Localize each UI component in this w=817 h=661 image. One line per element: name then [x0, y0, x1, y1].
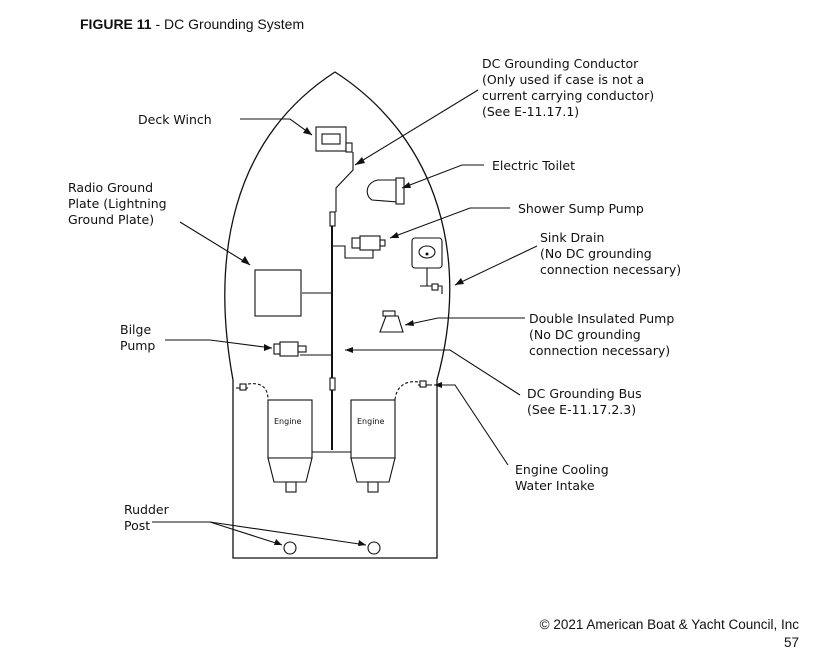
engine-right-label: Engine — [357, 417, 384, 426]
deck-winch — [315, 126, 353, 153]
label-engine-cooling-water-intake: Engine Cooling Water Intake — [515, 462, 613, 493]
leader-lines — [152, 89, 538, 546]
rudder-post-right — [367, 541, 381, 555]
figure-number: FIGURE 11 — [80, 16, 152, 32]
page-footer: © 2021 American Boat & Yacht Council, In… — [540, 616, 799, 652]
label-deck-winch: Deck Winch — [138, 112, 212, 127]
cooling-intake-left — [236, 383, 269, 401]
label-radio-ground-plate: Radio Ground Plate (Lightning Ground Pla… — [68, 180, 171, 227]
figure-separator: - — [151, 16, 165, 32]
copyright-notice: © 2021 American Boat & Yacht Council, In… — [539, 617, 799, 632]
figure-title: FIGURE 11 - DC Grounding System — [80, 16, 304, 32]
shower-sump-pump — [351, 235, 386, 251]
label-rudder-post: Rudder Post — [124, 502, 173, 533]
hull-outline — [224, 71, 451, 559]
label-sink-drain: Sink Drain (No DC grounding connection n… — [540, 230, 681, 277]
engine-left: Engine — [267, 399, 313, 493]
label-shower-sump-pump: Shower Sump Pump — [518, 201, 644, 216]
figure-title-text: DC Grounding System — [164, 16, 305, 32]
double-insulated-pump — [379, 310, 404, 333]
dc-grounding-bus — [329, 211, 336, 450]
engine-left-label: Engine — [274, 417, 301, 426]
engine-right: Engine — [350, 399, 396, 493]
label-double-insulated-pump: Double Insulated Pump (No DC grounding c… — [529, 311, 678, 358]
radio-ground-plate — [254, 269, 302, 317]
label-dc-grounding-conductor: DC Grounding Conductor (Only used if cas… — [482, 56, 658, 119]
label-dc-grounding-bus: DC Grounding Bus (See E-11.17.2.3) — [527, 386, 646, 417]
bilge-pump — [273, 341, 307, 357]
electric-toilet — [366, 177, 405, 205]
label-electric-toilet: Electric Toilet — [492, 158, 575, 173]
label-bilge-pump: Bilge Pump — [120, 322, 155, 353]
sink-drain — [411, 237, 443, 294]
rudder-post-left — [283, 541, 297, 555]
arrowheads — [241, 127, 464, 546]
page-number: 57 — [783, 635, 799, 650]
cooling-intake-right — [394, 380, 432, 401]
